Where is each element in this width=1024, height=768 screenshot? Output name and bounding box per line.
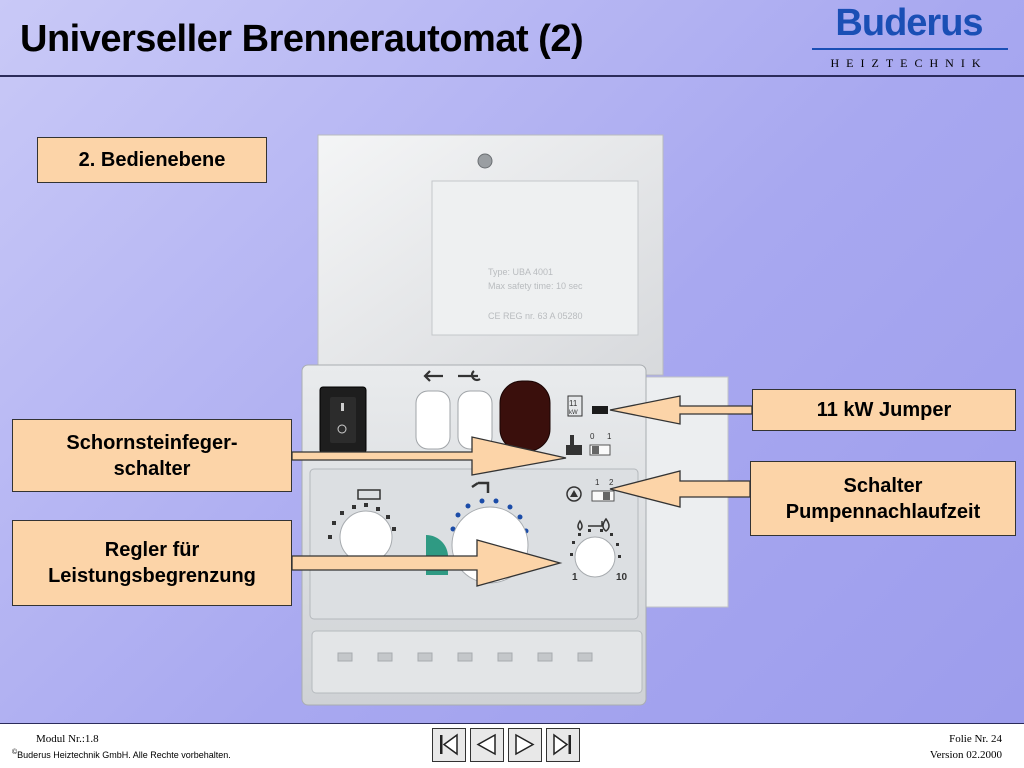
pump-switch-2: 2 xyxy=(609,478,614,487)
logo-wordmark: Buderus xyxy=(835,2,983,44)
arrow-jumper xyxy=(609,395,753,425)
modul-number: Modul Nr.:1.8 xyxy=(36,733,99,745)
power-label-line2: Leistungsbegrenzung xyxy=(48,565,256,587)
copyright-notice: ©Buderus Heiztechnik GmbH. Alle Rechte v… xyxy=(12,749,231,760)
jumper-label-text: 11 kW Jumper xyxy=(816,399,952,421)
ce-plate-line: CE REG nr. 63 A 05280 xyxy=(488,311,583,321)
type-plate-line2: Max safety time: 10 sec xyxy=(488,281,583,291)
chimney-label-line1: Schornsteinfeger- xyxy=(66,431,238,454)
power-label-line1: Regler für xyxy=(104,539,200,561)
pump-label-line2: Pumpennachlaufzeit xyxy=(785,500,981,523)
logo-underline xyxy=(812,48,1008,50)
header-divider xyxy=(0,75,1024,77)
power-dial-min: 1 xyxy=(572,572,578,583)
power-dial-max: 10 xyxy=(616,572,628,583)
kw-box-number: 11 xyxy=(569,399,578,408)
power-regulator-label: Regler für Leistungsbegrenzung xyxy=(12,520,292,606)
footer-divider xyxy=(0,723,1024,724)
arrow-pump xyxy=(609,470,751,508)
type-plate-line1: Type: UBA 4001 xyxy=(488,267,553,277)
arrow-chimney xyxy=(291,436,567,476)
previous-slide-button[interactable] xyxy=(470,728,504,762)
last-icon xyxy=(553,733,571,756)
version: Version 02.2000 xyxy=(929,749,1002,761)
first-icon xyxy=(440,733,458,756)
pump-switch-1: 1 xyxy=(595,478,600,487)
level-label-text: 2. Bedienebene xyxy=(78,149,226,171)
chimney-switch-0: 0 xyxy=(590,432,595,441)
chimney-label-line2: schalter xyxy=(113,457,191,480)
buderus-logo: Buderus HEIZTECHNIK xyxy=(808,2,1010,72)
level-label: 2. Bedienebene xyxy=(37,137,267,183)
jumper-label: 11 kW Jumper xyxy=(752,389,1016,431)
pump-label-line1: Schalter xyxy=(843,474,923,497)
next-slide-button[interactable] xyxy=(508,728,542,762)
copyright-symbol: © xyxy=(12,749,18,756)
kw-box-unit: kW xyxy=(569,410,578,416)
first-slide-button[interactable] xyxy=(432,728,466,762)
copyright-text: Buderus Heiztechnik GmbH. Alle Rechte vo… xyxy=(17,750,231,760)
pump-switch-label: Schalter Pumpennachlaufzeit xyxy=(750,461,1016,536)
slide-navigation xyxy=(432,728,580,762)
prev-icon xyxy=(476,733,496,756)
next-icon xyxy=(515,733,535,756)
last-slide-button[interactable] xyxy=(546,728,580,762)
slide-title: Universeller Brennerautomat (2) xyxy=(20,18,584,60)
logo-subtitle: HEIZTECHNIK xyxy=(830,56,988,70)
chimney-switch-1: 1 xyxy=(607,432,612,441)
slide-number: Folie Nr. 24 xyxy=(949,733,1002,745)
burner-control-unit-photo: Type: UBA 4001 Max safety time: 10 sec C… xyxy=(301,134,729,706)
slide-header: Universeller Brennerautomat (2) Buderus … xyxy=(0,0,1024,77)
chimney-switch-label: Schornsteinfeger- schalter xyxy=(12,419,292,492)
arrow-power xyxy=(291,539,563,587)
